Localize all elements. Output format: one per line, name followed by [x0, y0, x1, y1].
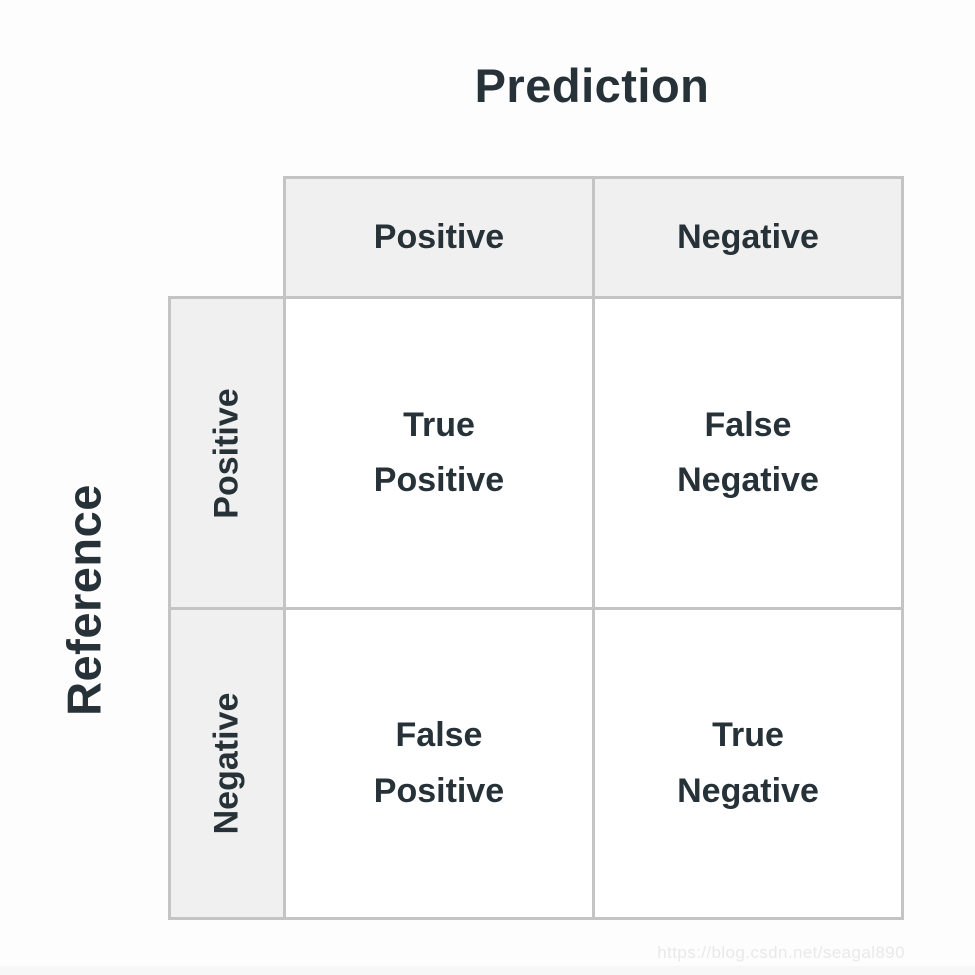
row-header-negative-wrap: Negative [171, 613, 283, 914]
row-header-positive: Positive [168, 296, 286, 610]
column-axis-title: Prediction [474, 59, 710, 112]
row-header-negative-label: Negative [207, 692, 246, 835]
column-header-negative: Negative [592, 176, 904, 299]
row-header-positive-label: Positive [207, 387, 246, 519]
cell-false-positive: False Positive [283, 607, 595, 920]
cell-true-positive: True Positive [283, 296, 595, 610]
row-axis-title: Reference [57, 484, 111, 716]
cell-true-negative: True Negative [592, 607, 904, 920]
bottom-band [0, 966, 975, 975]
row-header-positive-wrap: Positive [171, 302, 283, 604]
corner-spacer [170, 178, 285, 298]
row-header-negative: Negative [168, 607, 286, 920]
watermark-url: https://blog.csdn.net/seagal890 [657, 943, 905, 962]
column-header-positive: Positive [283, 176, 595, 299]
confusion-matrix-table: Positive Negative Positive True Positive… [168, 176, 904, 920]
cell-false-negative: False Negative [592, 296, 904, 610]
